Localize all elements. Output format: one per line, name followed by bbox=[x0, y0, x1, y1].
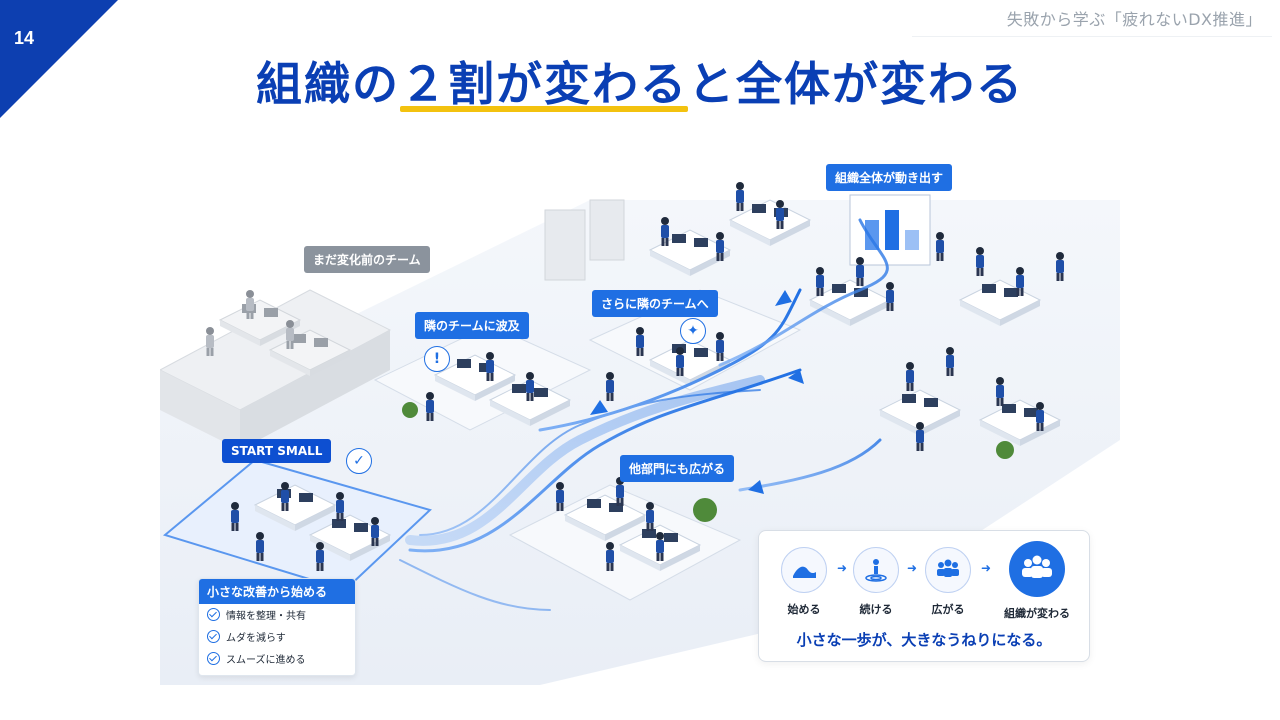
lightbulb-bubble-icon: ✦ bbox=[680, 318, 706, 344]
step-continue: 続ける bbox=[851, 547, 901, 617]
checklist-item-label: 情報を整理・共有 bbox=[226, 610, 306, 622]
checklist-item: ムダを減らす bbox=[207, 625, 347, 647]
improvement-checklist: 小さな改善から始める 情報を整理・共有 ムダを減らす スムーズに進める bbox=[198, 578, 356, 676]
check-circle-icon bbox=[207, 629, 220, 643]
check-circle-icon bbox=[207, 607, 220, 621]
step-start: 始める bbox=[779, 547, 829, 617]
step-spread: 広がる bbox=[923, 547, 973, 617]
exclamation-bubble-icon: ! bbox=[424, 346, 450, 372]
check-bubble-icon: ✓ bbox=[346, 448, 372, 474]
title-before: 組織の bbox=[256, 57, 400, 111]
large-group-icon bbox=[1009, 541, 1065, 597]
wave-icon bbox=[781, 547, 827, 593]
slide-title: 組織の２割が変わると全体が変わる bbox=[0, 48, 1280, 114]
checklist-item-label: ムダを減らす bbox=[226, 632, 286, 644]
step-org-changes: 組織が変わる bbox=[997, 541, 1077, 621]
page-number: 14 bbox=[14, 28, 35, 48]
arrow-right-icon: ➜ bbox=[837, 561, 848, 575]
group-icon bbox=[925, 547, 971, 593]
title-after: と全体が変わる bbox=[688, 57, 1024, 111]
series-title: 失敗から学ぶ「疲れないDX推進」 bbox=[1006, 10, 1262, 29]
step-label: 組織が変わる bbox=[1004, 607, 1070, 620]
step-label: 広がる bbox=[931, 603, 965, 616]
checklist-heading: 小さな改善から始める bbox=[199, 579, 355, 604]
step-label: 続ける bbox=[859, 603, 893, 616]
checklist-item: 情報を整理・共有 bbox=[207, 603, 347, 625]
page-corner-triangle bbox=[0, 0, 118, 118]
label-neighbor-ripple: 隣のチームに波及 bbox=[415, 312, 529, 339]
arrow-right-icon: ➜ bbox=[981, 561, 992, 575]
series-divider bbox=[912, 36, 1272, 37]
label-next-neighbor: さらに隣のチームへ bbox=[592, 290, 718, 317]
label-whole-org: 組織全体が動き出す bbox=[826, 164, 953, 191]
office-illustration bbox=[160, 182, 1120, 685]
checklist-item: スムーズに進める bbox=[207, 647, 347, 669]
process-steps-card: 始める ➜ 続ける ➜ 広がる ➜ 組織が変わる 小さな一歩が、大きなうねりにな… bbox=[758, 530, 1090, 662]
label-other-dept: 他部門にも広がる bbox=[620, 455, 735, 482]
label-before-change: まだ変化前のチーム bbox=[304, 246, 430, 273]
check-circle-icon bbox=[207, 651, 220, 665]
label-start-small: START SMALL bbox=[222, 439, 332, 463]
title-highlight: ２割が変わる bbox=[400, 48, 688, 114]
steps-caption: 小さな一歩が、大きなうねりになる。 bbox=[796, 631, 1052, 649]
step-label: 始める bbox=[787, 603, 821, 616]
checklist-item-label: スムーズに進める bbox=[226, 654, 306, 666]
ripple-person-icon bbox=[853, 547, 899, 593]
arrow-right-icon: ➜ bbox=[907, 561, 918, 575]
